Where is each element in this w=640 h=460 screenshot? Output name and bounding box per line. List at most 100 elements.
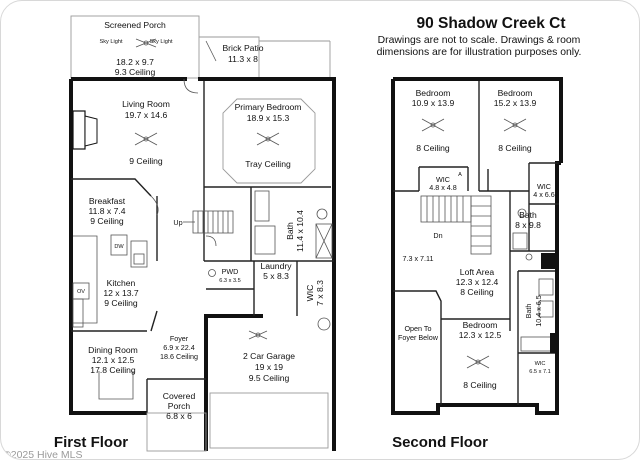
bedroom-left-label: Bedroom bbox=[416, 88, 451, 98]
ceiling-fan-icon bbox=[256, 132, 280, 146]
laundry-label: Laundry bbox=[260, 261, 292, 271]
bath-lower-dims: 10.4 x 6.5 bbox=[534, 295, 543, 327]
primary-bedroom-dims: 18.9 x 15.3 bbox=[247, 113, 290, 123]
dining-room-dims: 12.1 x 12.5 bbox=[92, 355, 135, 365]
screened-porch-dims: 18.2 x 9.7 bbox=[116, 57, 154, 67]
bath-label: Bath bbox=[285, 222, 295, 240]
bedroom-bottom-dims: 12.3 x 12.5 bbox=[459, 330, 502, 340]
ceiling-fan-icon bbox=[466, 355, 490, 369]
wic-label: WIC bbox=[305, 285, 315, 302]
foyer-ceiling: 18.6 Ceiling bbox=[160, 352, 198, 361]
open-to-foyer-line-1: Open To bbox=[404, 324, 431, 333]
breakfast-dims: 11.8 x 7.4 bbox=[88, 206, 125, 216]
dining-room-ceiling: 17.8 Ceiling bbox=[90, 365, 136, 375]
loft-dims: 12.3 x 12.4 bbox=[456, 277, 499, 287]
first-floor-title: First Floor bbox=[54, 434, 128, 451]
second-floor-title: Second Floor bbox=[392, 434, 488, 451]
garage-label: 2 Car Garage bbox=[243, 351, 295, 361]
covered-porch-label-2: Porch bbox=[168, 401, 191, 411]
brick-patio-dims: 11.3 x 8 bbox=[228, 54, 258, 64]
second-floor-exterior-wall bbox=[393, 77, 563, 163]
garage-ceiling: 9.5 Ceiling bbox=[249, 373, 290, 383]
tray-ceiling-outline bbox=[222, 98, 316, 184]
sky-light-label: Sky Light bbox=[99, 39, 122, 45]
garage-door-outline bbox=[209, 392, 329, 449]
foyer-dims: 6.9 x 22.4 bbox=[163, 343, 195, 352]
address-title: 90 Shadow Creek Ct bbox=[416, 15, 565, 32]
open-to-foyer-line-2: Foyer Below bbox=[398, 333, 439, 342]
ceiling-fan-icon bbox=[248, 330, 268, 340]
wic-dims: 7 x 8.3 bbox=[315, 280, 325, 306]
ceiling-fan-icon bbox=[135, 38, 157, 48]
stairs-up-label: Up bbox=[173, 218, 182, 227]
second-floor-stairs bbox=[420, 195, 492, 255]
kitchen-ceiling: 9 Ceiling bbox=[104, 298, 138, 308]
fireplace bbox=[72, 110, 86, 150]
brick-patio-label: Brick Patio bbox=[222, 43, 263, 53]
bath-dims: 11.4 x 10.4 bbox=[295, 210, 305, 252]
tub-black bbox=[541, 253, 555, 269]
pwd-dims: 6.3 x 3.5 bbox=[219, 278, 240, 284]
bedroom-bottom-label: Bedroom bbox=[463, 320, 498, 330]
screened-porch-ceiling: 9.3 Ceiling bbox=[115, 67, 156, 77]
covered-porch-label-1: Covered bbox=[163, 391, 196, 401]
watermark: ©2025 Hive MLS bbox=[3, 449, 83, 460]
laundry-dims: 5 x 8.3 bbox=[263, 271, 289, 281]
loft-label: Loft Area bbox=[460, 267, 495, 277]
open-area-dims: 7.3 x 7.11 bbox=[402, 254, 433, 263]
ceiling-fan-icon bbox=[503, 118, 527, 132]
disclaimer-line-1: Drawings are not to scale. Drawings & ro… bbox=[378, 35, 581, 46]
foyer-label: Foyer bbox=[170, 334, 189, 343]
primary-bedroom-label: Primary Bedroom bbox=[235, 102, 302, 112]
ceiling-fan-icon bbox=[421, 118, 445, 132]
disclaimer-line-2: dimensions are for illustration purposes… bbox=[377, 47, 582, 58]
breakfast-label: Breakfast bbox=[89, 196, 126, 206]
wic-a-label: WIC bbox=[436, 175, 450, 184]
living-room-ceiling: 9 Ceiling bbox=[129, 156, 163, 166]
shower bbox=[254, 225, 276, 255]
wic-c-label: WIC bbox=[535, 361, 546, 367]
bath-lower-label: Bath bbox=[524, 304, 533, 319]
brick-patio-outline bbox=[199, 36, 260, 78]
bedroom-left-ceiling: 8 Ceiling bbox=[416, 143, 450, 153]
primary-bedroom-ceiling: Tray Ceiling bbox=[245, 159, 291, 169]
first-floor-exterior-wall bbox=[69, 79, 147, 415]
wic-a-dims: 4.8 x 4.8 bbox=[429, 183, 457, 192]
wic-a-tag: A bbox=[458, 172, 462, 178]
first-floor-stairs bbox=[183, 210, 234, 234]
bath-upper-dims: 8 x 9.8 bbox=[515, 220, 541, 230]
wic-c-dims: 6.5 x 7.1 bbox=[529, 369, 550, 375]
bedroom-bottom-ceiling: 8 Ceiling bbox=[463, 380, 497, 390]
ceiling-fan-icon bbox=[134, 132, 158, 146]
pwd-label: PWD bbox=[222, 267, 239, 276]
kitchen-label: Kitchen bbox=[107, 278, 136, 288]
ov-label: OV bbox=[77, 289, 85, 295]
dining-bay-window bbox=[98, 371, 134, 400]
screened-porch-label: Screened Porch bbox=[104, 20, 166, 30]
tub bbox=[315, 223, 333, 259]
stairs-down-label: Dn bbox=[433, 231, 442, 240]
bedroom-right-dims: 15.2 x 13.9 bbox=[494, 98, 537, 108]
kitchen-dims: 12 x 13.7 bbox=[103, 288, 139, 298]
sky-light-label: Sky Light bbox=[149, 39, 172, 45]
living-room-dims: 19.7 x 14.6 bbox=[125, 110, 168, 120]
vanity-upper bbox=[254, 190, 270, 222]
covered-porch-outline bbox=[146, 412, 207, 452]
bedroom-right-ceiling: 8 Ceiling bbox=[498, 143, 532, 153]
breakfast-ceiling: 9 Ceiling bbox=[90, 216, 124, 226]
bedroom-left-dims: 10.9 x 13.9 bbox=[412, 98, 455, 108]
bedroom-right-label: Bedroom bbox=[498, 88, 533, 98]
wic-b-label: WIC bbox=[537, 182, 551, 191]
dining-room-label: Dining Room bbox=[88, 345, 138, 355]
dw-label: DW bbox=[114, 244, 124, 250]
wic-b-dims: 4 x 6.6 bbox=[533, 190, 555, 199]
living-room-label: Living Room bbox=[122, 99, 170, 109]
garage-dims: 19 x 19 bbox=[255, 362, 283, 372]
bath-upper-label: Bath bbox=[519, 210, 537, 220]
kitchen-island bbox=[130, 240, 148, 268]
toilet bbox=[316, 208, 328, 220]
covered-porch-dims: 6.8 x 6 bbox=[166, 411, 192, 421]
loft-ceiling: 8 Ceiling bbox=[460, 287, 494, 297]
